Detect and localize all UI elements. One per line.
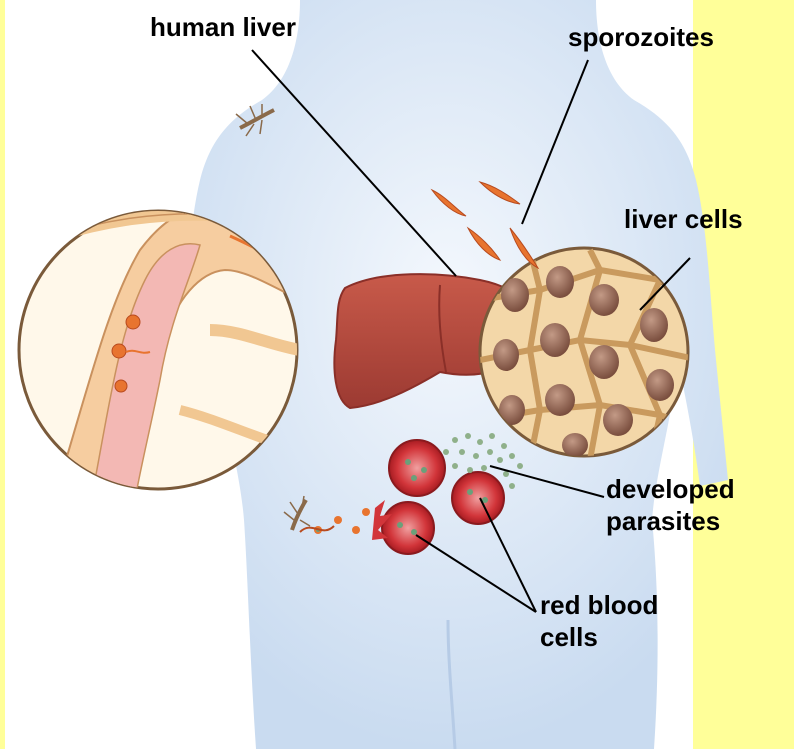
label-rbc-line2: cells xyxy=(540,622,658,654)
label-developed-line1: developed xyxy=(606,474,735,506)
label-rbc-line1: red blood xyxy=(540,590,658,622)
label-sporozoites: sporozoites xyxy=(568,22,714,54)
label-human-liver: human liver xyxy=(150,12,296,44)
label-developed-parasites: developed parasites xyxy=(606,474,735,537)
label-developed-line2: parasites xyxy=(606,506,735,538)
label-red-blood-cells: red blood cells xyxy=(540,590,658,653)
label-liver-cells: liver cells xyxy=(624,204,743,236)
